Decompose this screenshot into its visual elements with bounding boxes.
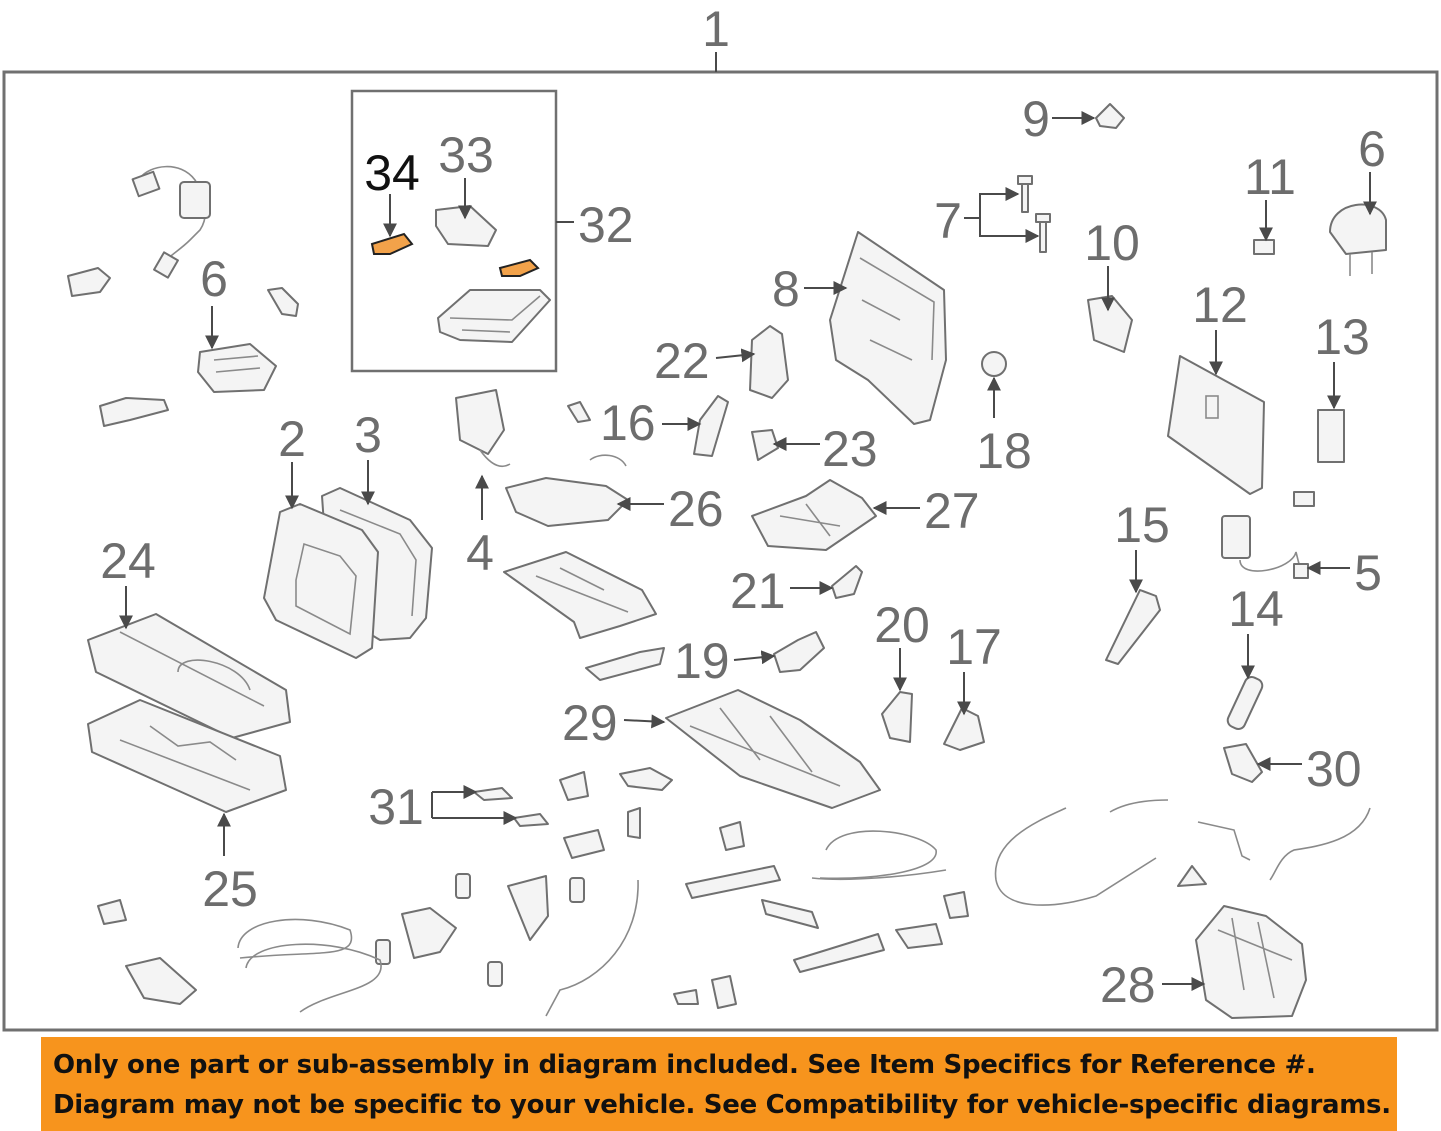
- leader-19: [733, 650, 776, 665]
- callout-17: 17: [946, 619, 1002, 675]
- callout-15: 15: [1114, 497, 1170, 553]
- callout-16: 16: [600, 395, 656, 451]
- callout-22: 22: [654, 333, 710, 389]
- callout-32: 32: [578, 197, 634, 253]
- part-seat-track: [503, 551, 657, 639]
- part-wire-harness-top-left: [131, 165, 211, 279]
- part-20-trim: [881, 691, 913, 743]
- part-4-bracket: [455, 389, 511, 468]
- part-28-seat-module: [1195, 905, 1307, 1019]
- part-small-cap-right: [1293, 491, 1315, 507]
- callout-30: 30: [1306, 741, 1362, 797]
- part-13-latch: [1317, 409, 1345, 463]
- part-9-cap: [1095, 103, 1125, 129]
- part-10-label: [1087, 295, 1133, 353]
- part-5-switch-harness: [1221, 515, 1309, 579]
- part-21-clip: [831, 565, 863, 599]
- callout-34: 34: [364, 145, 420, 201]
- part-31-clip-a: [473, 787, 513, 801]
- callout-5: 5: [1354, 545, 1382, 601]
- callout-23: 23: [822, 421, 878, 477]
- part-7-guide-upper: [1017, 175, 1033, 213]
- callout-19: 19: [674, 633, 730, 689]
- part-19-bracket: [773, 631, 825, 673]
- callout-13: 13: [1314, 309, 1370, 365]
- part-14-handle: [1226, 676, 1264, 730]
- part-connector-left: [67, 267, 111, 297]
- part-34-highlighted-pad-2: [498, 258, 540, 277]
- callout-26: 26: [668, 481, 724, 537]
- part-8-seatback-frame: [829, 231, 947, 425]
- part-11-clip: [1253, 239, 1275, 255]
- callout-33: 33: [438, 127, 494, 183]
- leader-29: [623, 714, 666, 729]
- callout-25: 25: [202, 861, 258, 917]
- part-17-trim: [943, 707, 985, 751]
- callout-8: 8: [772, 261, 800, 317]
- leader-22: [715, 348, 756, 363]
- callout-6-right: 6: [1358, 121, 1386, 177]
- part-26-frame: [505, 454, 629, 527]
- part-6-headrest: [1329, 203, 1387, 276]
- part-27-bracket: [751, 479, 877, 551]
- callout-21: 21: [730, 563, 786, 619]
- callout-12: 12: [1192, 277, 1248, 333]
- callout-24: 24: [100, 533, 156, 589]
- part-12-back-panel: [1167, 355, 1265, 495]
- callout-18: 18: [976, 423, 1032, 479]
- part-15-trim: [1105, 589, 1161, 665]
- callout-11: 11: [1244, 149, 1296, 205]
- part-connector-lower-left: [99, 397, 169, 427]
- part-clip-right-lower: [1177, 865, 1207, 887]
- part-25-seat-frame: [87, 699, 287, 813]
- part-small-bar: [585, 647, 665, 681]
- disclaimer-line-2: Diagram may not be specific to your vehi…: [53, 1090, 1391, 1120]
- part-18-knob: [981, 351, 1007, 377]
- part-6-armrest-cover: [197, 343, 277, 393]
- callout-29: 29: [562, 695, 618, 751]
- callout-3: 3: [354, 407, 382, 463]
- part-32-cushion: [437, 289, 551, 343]
- disclaimer-line-1: Only one part or sub-assembly in diagram…: [53, 1050, 1316, 1080]
- callout-6-left: 6: [200, 251, 228, 307]
- callout-4: 4: [466, 525, 494, 581]
- part-clip-left: [267, 287, 299, 317]
- callout-31: 31: [368, 779, 424, 835]
- callout-28: 28: [1100, 957, 1156, 1013]
- part-22-trim: [749, 325, 789, 399]
- part-30-bracket: [1223, 743, 1263, 783]
- callout-27: 27: [924, 483, 980, 539]
- callout-2: 2: [278, 411, 306, 467]
- part-7-guide-lower: [1035, 213, 1051, 253]
- part-small-parts-lower: [97, 767, 969, 1009]
- disclaimer-banner: Only one part or sub-assembly in diagram…: [41, 1037, 1397, 1131]
- part-cables-lower: [237, 799, 1371, 1017]
- callout-20: 20: [874, 597, 930, 653]
- callout-10: 10: [1084, 215, 1140, 271]
- part-clip-mid: [567, 401, 591, 423]
- part-24-seat-cushion: [87, 613, 291, 739]
- part-34-highlighted-pad: [370, 232, 414, 255]
- callout-7: 7: [934, 193, 962, 249]
- diagram-frame: [2, 70, 1439, 1032]
- leader-7: [964, 193, 1036, 237]
- callout-9: 9: [1022, 91, 1050, 147]
- callout-1: 1: [702, 1, 730, 57]
- callout-14: 14: [1228, 581, 1284, 637]
- part-31-clip-b: [513, 813, 549, 827]
- subassembly-box-32: [350, 89, 558, 373]
- part-16-trim: [693, 395, 729, 457]
- part-29-pan: [665, 689, 881, 809]
